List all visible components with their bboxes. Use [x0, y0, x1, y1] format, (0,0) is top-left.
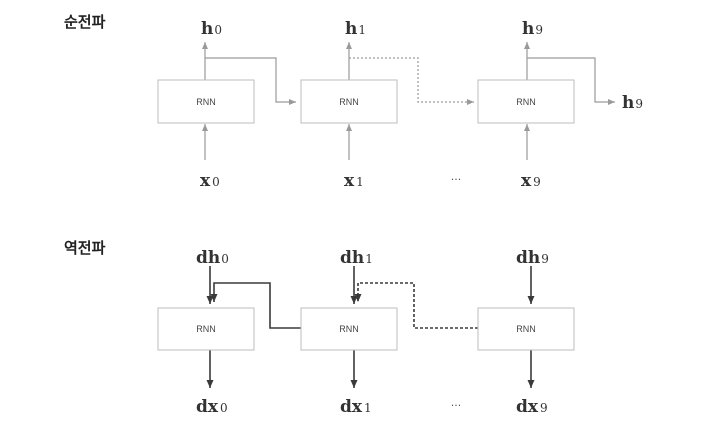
fwd-hidden-link-final: [527, 57, 615, 105]
bwd-hidden-link-2-1: [354, 282, 478, 329]
fwd-rnn-label-1: RNN: [339, 97, 359, 107]
bwd-rnn-cell-0: RNN: [157, 307, 255, 351]
fwd-hidden-link-0-1: [205, 57, 296, 105]
fwd-output-label-1: h1: [345, 19, 366, 39]
bwd-rnn-label-0: RNN: [196, 324, 216, 334]
backward-section-label: 역전파: [64, 239, 106, 257]
fwd-rnn-label-0: RNN: [196, 97, 216, 107]
bwd-rnn-label-1: RNN: [339, 324, 359, 334]
fwd-ellipsis: ...: [451, 170, 462, 183]
fwd-final-hidden-label: h9: [622, 93, 643, 113]
bwd-rnn-label-2: RNN: [516, 324, 536, 334]
bwd-top-label-0: dh0: [196, 248, 229, 268]
bwd-rnn-cell-2: RNN: [477, 307, 575, 351]
fwd-rnn-label-2: RNN: [516, 97, 536, 107]
bwd-rnn-cell-1: RNN: [300, 307, 398, 351]
fwd-output-label-2: h9: [522, 19, 543, 39]
fwd-output-label-0: h0: [201, 19, 222, 39]
fwd-hidden-link-1-2: [349, 57, 474, 105]
forward-connections: [202, 42, 615, 160]
bwd-ellipsis: ...: [451, 396, 462, 409]
bwd-top-label-2: dh9: [516, 248, 549, 268]
bwd-hidden-link-1-0: [210, 282, 301, 329]
fwd-rnn-cell-1: RNN: [300, 79, 398, 124]
fwd-rnn-cell-2: RNN: [477, 79, 575, 124]
fwd-rnn-cell-0: RNN: [157, 79, 255, 124]
bwd-top-label-1: dh1: [340, 248, 373, 268]
backward-connections: [206, 266, 535, 388]
forward-section-label: 순전파: [64, 13, 106, 31]
